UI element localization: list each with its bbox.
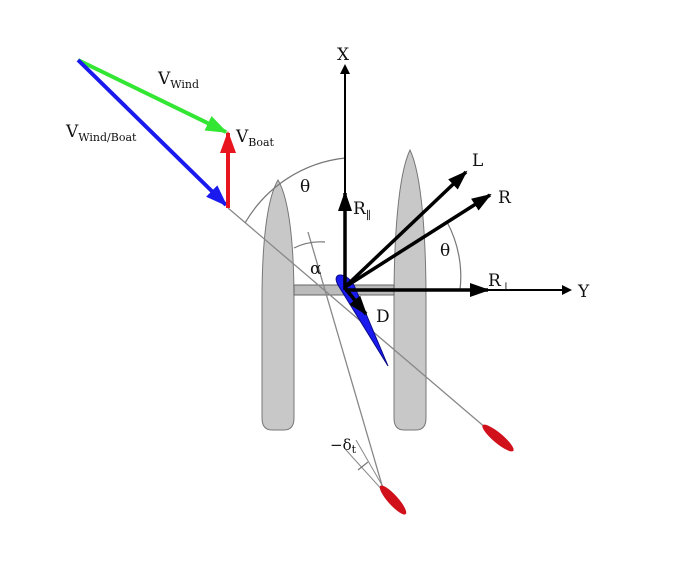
alpha-arc [293,241,326,249]
left-hull [261,179,295,431]
v-wind-arrow [77,58,228,134]
x-axis-label: X [337,45,350,65]
theta-label-1: θ [300,177,310,197]
trim-tail [379,485,407,515]
delta-arc [357,461,369,471]
resultant-label: R [498,188,512,208]
v-wind-boat-label: VWind/Boat [65,122,137,144]
theta-arc-2 [446,221,462,291]
delta-ref-line-2 [355,439,387,493]
theta-arc-1 [244,157,346,224]
alpha-label: α [310,259,322,279]
r-perp-label: R⊥ [488,271,511,293]
delta-ref-line [345,449,385,493]
r-parallel-label: R∥ [353,199,371,222]
lift-label: L [472,151,483,171]
theta-label-2: θ [440,241,450,261]
v-wind-label: VWind [157,69,199,91]
drag-arrow [343,286,368,316]
v-boat-label: VBoat [235,127,275,149]
resultant-arrow [344,193,492,289]
tail-line [307,231,385,493]
delta-t-label: −δt [330,436,357,456]
main-tail [482,424,514,452]
v-wind-boat-arrow [76,58,228,207]
lift-arrow [343,170,468,289]
drag-label: D [376,307,390,327]
y-axis-label: Y [577,282,590,302]
